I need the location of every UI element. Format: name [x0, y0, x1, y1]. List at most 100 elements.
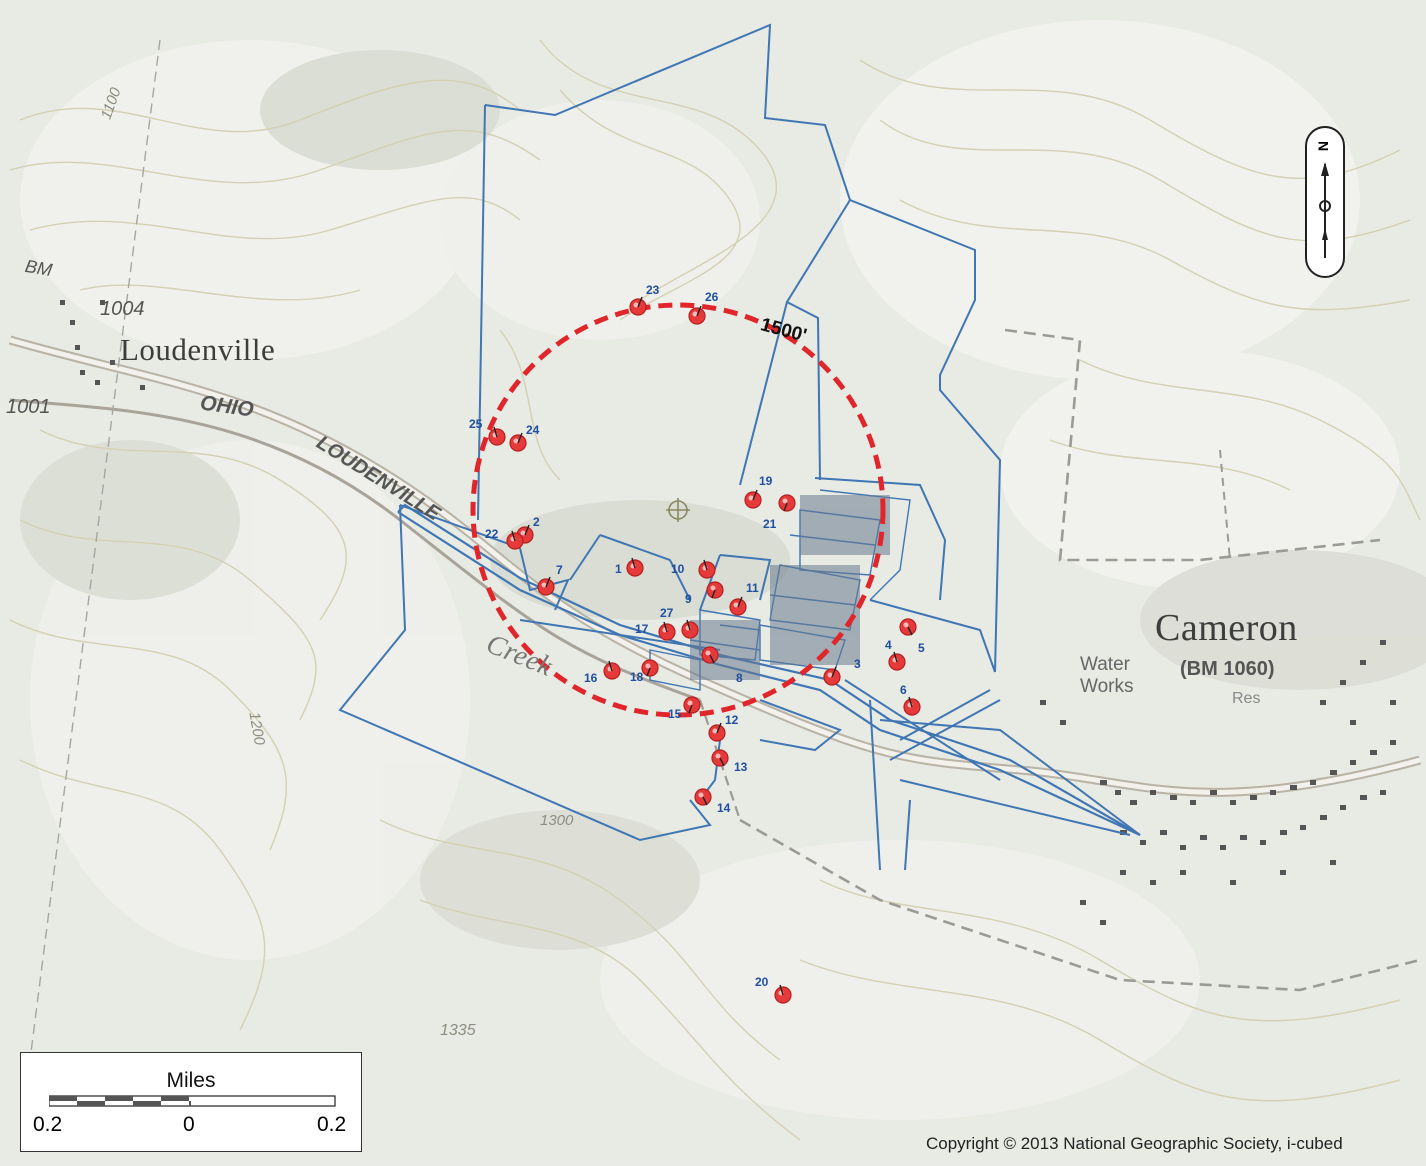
well-leader-12 — [716, 722, 722, 734]
well-leader-6 — [908, 696, 913, 708]
well-label-4: 4 — [885, 638, 892, 652]
radius-circle — [470, 302, 886, 718]
copyright-text: Copyright © 2013 National Geographic Soc… — [926, 1134, 1343, 1153]
well-marker-highlight-13 — [715, 753, 721, 759]
scale-tick-zero: 0 — [183, 1113, 195, 1136]
well-leader-20 — [779, 984, 784, 996]
well-leader-25 — [493, 426, 498, 438]
well-leader-13 — [719, 757, 725, 767]
north-arrow: N — [1305, 126, 1345, 278]
well-marker-highlight-9 — [710, 585, 716, 591]
well-leader-8 — [709, 654, 715, 664]
well-marker-highlight-5 — [903, 622, 909, 628]
contour-lines — [9, 39, 1421, 1141]
well-marker-highlight-14 — [698, 792, 704, 798]
well-label-3: 3 — [854, 657, 861, 671]
well-leader-23 — [637, 296, 643, 308]
well-leader-9 — [711, 589, 716, 599]
elevation-label-1004: 1004 — [100, 298, 145, 320]
bm-label-left: BM — [23, 255, 54, 281]
well-leader-14 — [702, 796, 708, 806]
relief-shading — [20, 20, 1426, 1120]
well-label-2: 2 — [533, 515, 540, 529]
scale-bar-graphic — [49, 1095, 336, 1107]
well-leader-3 — [831, 666, 837, 678]
well-label-24: 24 — [526, 423, 540, 437]
well-marker-highlight-18 — [645, 663, 651, 669]
well-leader-11 — [737, 596, 743, 608]
well-label-16: 16 — [584, 671, 598, 685]
well-label-26: 26 — [705, 290, 719, 304]
well-label-18: 18 — [630, 670, 644, 684]
well-label-15: 15 — [668, 707, 682, 721]
well-label-9: 9 — [685, 592, 692, 606]
well-marker-highlight-21 — [782, 498, 788, 504]
water-works-label: Water Works — [1080, 654, 1134, 697]
well-label-12: 12 — [725, 713, 739, 727]
well-label-10: 10 — [671, 562, 685, 576]
well-label-7: 7 — [556, 563, 563, 577]
reservoir-label: Res — [1232, 690, 1261, 707]
elevation-label-1300: 1300 — [540, 812, 574, 829]
well-leader-7 — [545, 576, 551, 588]
site-center-icon — [666, 498, 690, 522]
well-leader-21 — [783, 502, 788, 512]
well-leader-2 — [524, 524, 530, 536]
well-label-21: 21 — [763, 517, 777, 531]
well-leader-1 — [631, 557, 636, 569]
well-marker-highlight-3 — [827, 672, 833, 678]
well-label-11: 11 — [746, 581, 759, 595]
elevation-label-1335: 1335 — [440, 1022, 476, 1039]
well-label-14: 14 — [717, 801, 731, 815]
well-label-8: 8 — [736, 671, 743, 685]
well-marker-highlight-24 — [513, 438, 519, 444]
well-leader-10 — [703, 559, 708, 571]
bm-cameron-label: (BM 1060) — [1180, 658, 1275, 680]
well-marker-highlight-8 — [705, 650, 711, 656]
loudenville-buildings — [60, 300, 145, 390]
well-label-1: 1 — [615, 562, 622, 576]
well-marker-highlight-12 — [712, 728, 718, 734]
well-label-13: 13 — [734, 760, 748, 774]
town-blocks — [690, 495, 890, 680]
well-marker-highlight-7 — [541, 582, 547, 588]
scale-title: Miles — [166, 1069, 216, 1092]
well-leader-19 — [752, 489, 758, 501]
town-label-loudenville: Loudenville — [120, 332, 276, 367]
well-label-19: 19 — [759, 474, 773, 488]
well-marker-highlight-26 — [692, 311, 698, 317]
well-label-23: 23 — [646, 283, 660, 297]
cameron-buildings — [1040, 640, 1396, 925]
well-marker-highlight-19 — [748, 495, 754, 501]
well-leader-5 — [907, 626, 913, 636]
well-marker-highlight-23 — [633, 302, 639, 308]
well-label-22: 22 — [485, 527, 499, 541]
scale-tick-left: 0.2 — [33, 1113, 63, 1136]
scale-tick-right: 0.2 — [317, 1113, 347, 1136]
well-leader-16 — [608, 660, 613, 672]
well-leader-17 — [663, 621, 668, 633]
north-arrow-icon — [1319, 162, 1331, 258]
well-leader-27 — [686, 619, 691, 631]
scale-bar: Miles 0.2 0 0.2 — [20, 1052, 362, 1152]
well-marker-highlight-15 — [687, 700, 693, 706]
well-leader-22 — [511, 530, 516, 542]
well-leader-18 — [646, 667, 651, 677]
well-leader-15 — [688, 704, 693, 714]
well-leader-4 — [893, 651, 898, 663]
well-label-20: 20 — [755, 975, 769, 989]
well-label-5: 5 — [918, 641, 925, 655]
well-markers — [488, 296, 921, 1004]
well-leader-24 — [517, 432, 523, 444]
town-label-cameron: Cameron — [1155, 607, 1298, 649]
well-leader-26 — [696, 305, 702, 317]
well-label-25: 25 — [469, 417, 483, 431]
well-label-17: 17 — [635, 622, 649, 636]
elevation-label-1001: 1001 — [6, 396, 51, 418]
well-marker-highlight-2 — [520, 530, 526, 536]
well-label-27: 27 — [660, 606, 674, 620]
well-marker-highlight-11 — [733, 602, 739, 608]
well-label-6: 6 — [900, 683, 907, 697]
